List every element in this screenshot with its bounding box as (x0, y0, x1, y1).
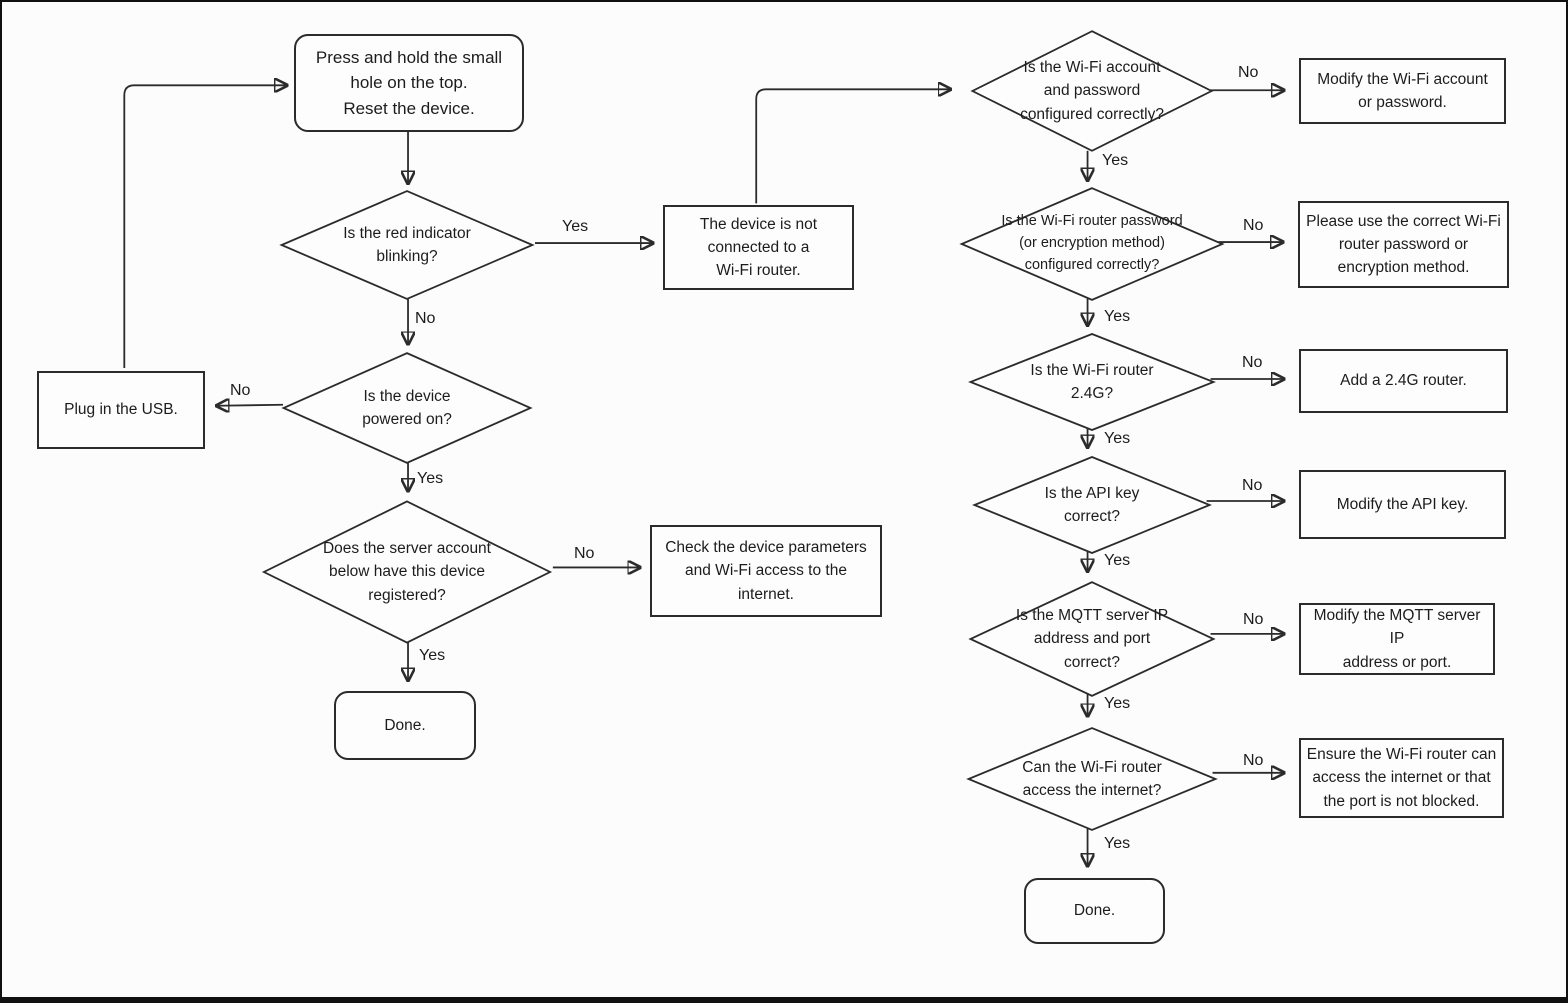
node-label: Is the Wi-Fi account and password config… (1020, 59, 1164, 123)
node-label: Is the red indicator blinking? (343, 224, 471, 265)
edge-label-wifi-account-yes: Yes (1102, 152, 1129, 169)
edge-label-router-password-yes: Yes (1104, 308, 1131, 325)
node-label: Add a 2.4G router. (1340, 372, 1467, 390)
edge-label-api-key-no: No (1242, 477, 1263, 494)
decision-router-internet-access: Can the Wi-Fi router access the internet… (966, 727, 1218, 831)
node-use-correct-password: Please use the correct Wi-Fi router pass… (1298, 201, 1509, 288)
node-label: Is the Wi-Fi router 2.4G? (1030, 361, 1154, 402)
node-label: Is the device powered on? (362, 387, 452, 428)
diamond-shape (968, 581, 1216, 697)
diamond-shape (279, 190, 535, 300)
decision-server-account-registered: Does the server account below have this … (261, 500, 553, 644)
node-label: Ensure the Wi-Fi router can access the i… (1306, 746, 1497, 810)
node-label: Done. (384, 716, 426, 734)
diamond-shape (281, 352, 533, 464)
node-done-right: Done. (1024, 878, 1165, 944)
node-label: Done. (1073, 902, 1116, 920)
node-check-device-parameters: Check the device parameters and Wi-Fi ac… (650, 525, 882, 617)
node-add-24g-router: Add a 2.4G router. (1299, 349, 1508, 413)
node-ensure-internet-access: Ensure the Wi-Fi router can access the i… (1299, 738, 1504, 818)
node-label: Can the Wi-Fi router access the internet… (1022, 758, 1162, 799)
node-label: Is the Wi-Fi router password (or encrypt… (1001, 213, 1183, 273)
node-start-reset-device: Press and hold the small hole on the top… (294, 34, 524, 132)
node-label: Is the API key correct? (1044, 484, 1140, 525)
node-label: The device is not connected to a Wi-Fi r… (699, 215, 818, 280)
node-not-connected: The device is not connected to a Wi-Fi r… (663, 205, 854, 290)
node-label: Modify the MQTT server IP address or por… (1313, 607, 1481, 671)
edge-label-router-24g-yes: Yes (1104, 430, 1131, 447)
node-label: Press and hold the small hole on the top… (315, 47, 503, 118)
edge-label-powered-on-no: No (230, 382, 251, 399)
node-label: Modify the Wi-Fi account or password. (1317, 70, 1488, 111)
edge-label-api-key-yes: Yes (1104, 552, 1131, 569)
edge-label-server-account-no: No (574, 545, 595, 562)
node-modify-api-key: Modify the API key. (1299, 470, 1506, 539)
edge-label-powered-on-yes: Yes (417, 470, 444, 487)
diamond-shape (261, 500, 553, 644)
node-label: Please use the correct Wi-Fi router pass… (1306, 212, 1501, 277)
edge-label-router-internet-yes: Yes (1104, 835, 1131, 852)
edge-label-mqtt-server-yes: Yes (1104, 695, 1131, 712)
edge-label-wifi-account-no: No (1238, 64, 1259, 81)
decision-api-key-correct: Is the API key correct? (972, 456, 1212, 554)
edge-label-server-account-yes: Yes (419, 647, 446, 664)
diamond-shape (968, 333, 1216, 431)
node-label: Check the device parameters and Wi-Fi ac… (665, 539, 867, 603)
decision-mqtt-server-correct: Is the MQTT server IP address and port c… (968, 581, 1216, 697)
node-label: Does the server account below have this … (322, 540, 491, 604)
decision-router-24g: Is the Wi-Fi router 2.4G? (968, 333, 1216, 431)
edge-label-router-internet-no: No (1243, 752, 1264, 769)
edge-label-router-24g-no: No (1242, 354, 1263, 371)
node-label: Modify the API key. (1336, 495, 1469, 513)
edge-label-red-indicator-no: No (415, 310, 436, 327)
edge-label-mqtt-server-no: No (1243, 611, 1264, 628)
node-done-left: Done. (334, 691, 476, 760)
diamond-shape (972, 456, 1212, 554)
diamond-shape (970, 30, 1214, 152)
diamond-shape (966, 727, 1218, 831)
node-label: Plug in the USB. (64, 401, 178, 419)
decision-router-password-configured: Is the Wi-Fi router password (or encrypt… (959, 187, 1225, 301)
edge-label-router-password-no: No (1243, 217, 1264, 234)
edge-label-red-indicator-yes: Yes (562, 218, 589, 235)
node-modify-wifi-account: Modify the Wi-Fi account or password. (1299, 58, 1506, 124)
node-label: Is the MQTT server IP address and port c… (1015, 607, 1169, 671)
diamond-shape (959, 187, 1225, 301)
node-modify-mqtt-server: Modify the MQTT server IP address or por… (1299, 603, 1495, 675)
decision-device-powered-on: Is the device powered on? (281, 352, 533, 464)
decision-wifi-account-configured: Is the Wi-Fi account and password config… (970, 30, 1214, 152)
node-plug-in-usb: Plug in the USB. (37, 371, 205, 449)
decision-red-indicator-blinking: Is the red indicator blinking? (279, 190, 535, 300)
